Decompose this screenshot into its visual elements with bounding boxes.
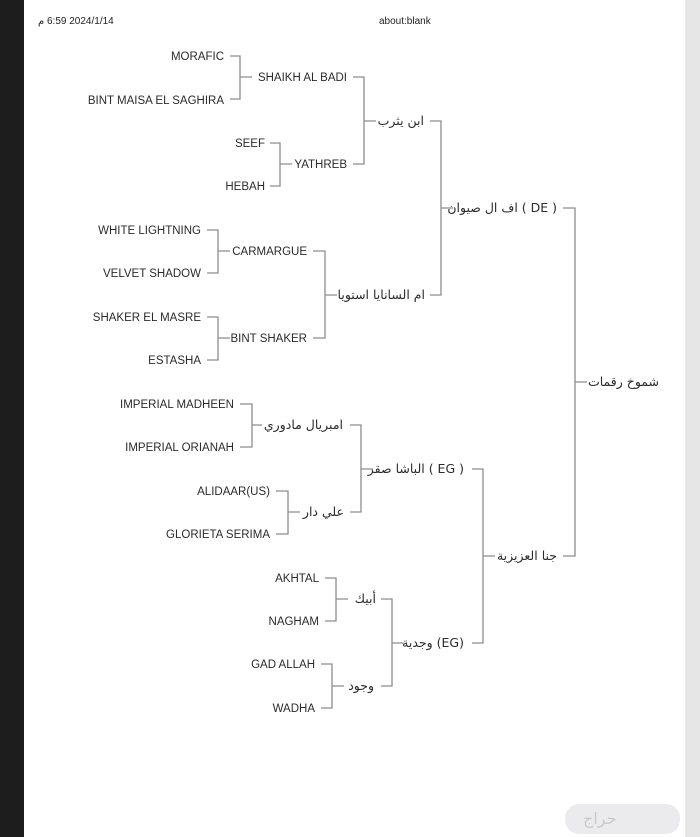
bracket-sire [430, 120, 453, 296]
ancestor-shaker-el-masre: SHAKER EL MASRE [93, 312, 202, 324]
ancestor-seef: SEEF [235, 138, 265, 150]
subject-name: شموخ رقمات [588, 374, 659, 390]
bracket-bint-shaker [207, 316, 230, 361]
ancestor-glorieta-serima: GLORIETA SERIMA [166, 529, 270, 541]
bracket-imperial-madori [240, 403, 262, 448]
print-header: 2024/1/14 6:59 م about:blank [24, 14, 685, 34]
ancestor-shaikh-al-badi: SHAIKH AL BADI [258, 72, 347, 84]
ancestor-alidaar: ALIDAAR(US) [197, 486, 270, 498]
haraj-watermark: حراج [565, 804, 680, 834]
ancestor-yathreb: YATHREB [294, 159, 347, 171]
bracket-al-basha-saqr [350, 424, 373, 513]
ancestor-wojood: وجود [348, 678, 374, 694]
ancestor-wajdiya: وجدية (EG) [402, 635, 464, 651]
dam-name: جنا العزيزية [497, 548, 557, 564]
watermark-text: حراج [583, 809, 617, 828]
ancestor-gad-allah: GAD ALLAH [251, 659, 315, 671]
ancestor-bint-shaker: BINT SHAKER [231, 333, 307, 345]
ancestor-imperial-madori: امبريال مادوري [264, 417, 343, 433]
bracket-umm-al-sanaya [313, 250, 337, 339]
ancestor-umm-al-sanaya: ام السانايا استويا [338, 287, 425, 303]
ancestor-ibn-yathreb: ابن يثرب [378, 113, 424, 129]
ancestor-abeek: أبيك [355, 590, 376, 606]
bracket-subject [563, 207, 587, 557]
ancestor-wadha: WADHA [273, 703, 316, 715]
bracket-dam [472, 468, 495, 644]
ancestor-morafic: MORAFIC [171, 51, 224, 63]
bracket-wojood [321, 663, 344, 709]
bracket-shaikh-al-badi [230, 55, 252, 100]
ancestor-akhtal: AKHTAL [275, 573, 319, 585]
ancestor-estasha: ESTASHA [148, 355, 201, 367]
viewer-right-edge [685, 0, 700, 837]
ancestor-imperial-madheen: IMPERIAL MADHEEN [120, 399, 234, 411]
ancestor-ali-dar: علي دار [302, 504, 344, 520]
ancestor-hebah: HEBAH [225, 181, 265, 193]
print-timestamp: 2024/1/14 6:59 م [38, 16, 114, 27]
bracket-carmargue [207, 229, 230, 274]
ancestor-al-basha-saqr: الباشا صقر ( EG ) [367, 461, 464, 477]
bracket-ibn-yathreb [353, 76, 376, 165]
bracket-wajdiya [381, 598, 404, 687]
ancestor-imperial-orianah: IMPERIAL ORIANAH [125, 442, 234, 454]
ancestor-bint-maisa: BINT MAISA EL SAGHIRA [88, 95, 224, 107]
print-url: about:blank [379, 16, 431, 27]
viewer-left-edge [0, 0, 24, 837]
ancestor-carmargue: CARMARGUE [232, 246, 307, 258]
ancestor-white-lightning: WHITE LIGHTNING [98, 225, 201, 237]
bracket-ali-dar [276, 490, 300, 535]
ancestor-nagham: NAGHAM [269, 616, 319, 628]
bracket-abeek [325, 577, 348, 622]
sire-name: اف ال صيوان ( DE ) [447, 200, 557, 216]
ancestor-velvet-shadow: VELVET SHADOW [103, 268, 201, 280]
bracket-yathreb [270, 142, 292, 187]
